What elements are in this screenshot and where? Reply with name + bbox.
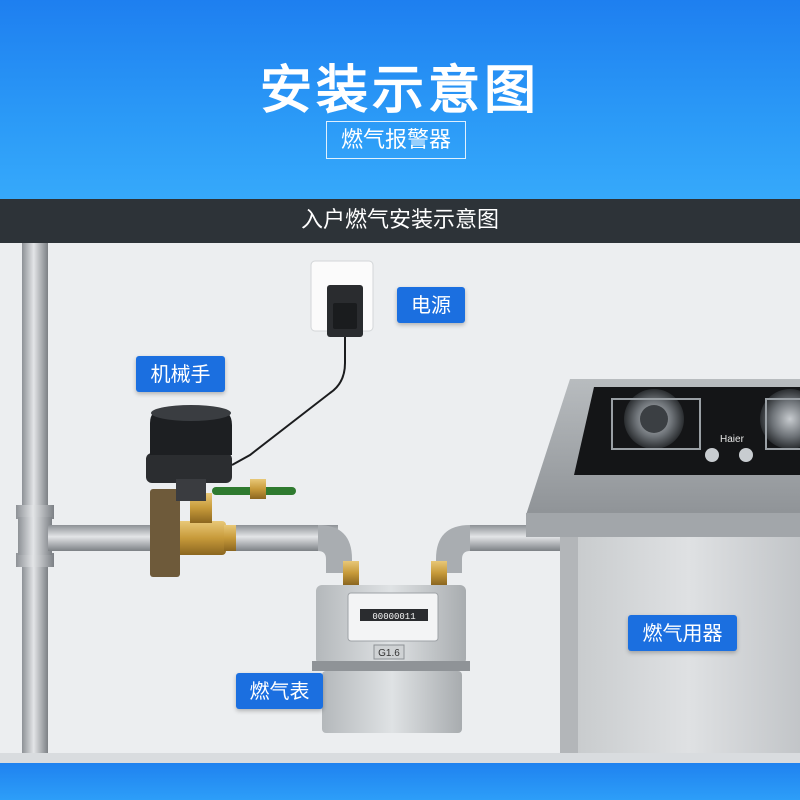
header-banner: 安装示意图 燃气报警器 (0, 0, 800, 199)
riser-pipe (16, 243, 54, 763)
meter-model: G1.6 (378, 648, 400, 659)
label-appliance: 燃气用器 (628, 615, 737, 651)
label-meter: 燃气表 (236, 673, 323, 709)
section-band: 入户燃气安装示意图 (0, 199, 800, 243)
subtitle-badge: 燃气报警器 (326, 121, 466, 159)
stove-brand: Haier (720, 434, 745, 445)
kitchen-counter: Haier (526, 379, 800, 763)
footer-bar (0, 763, 800, 800)
installation-scene: Haier 00000011 G1.6 电源 机械手 燃气表 燃气用器 (0, 243, 800, 763)
ball-valve (150, 479, 296, 577)
manipulator-device (146, 405, 232, 501)
gas-meter: 00000011 G1.6 (312, 585, 470, 733)
power-socket (231, 260, 374, 466)
label-manipulator: 机械手 (136, 356, 225, 392)
page-title: 安装示意图 (259, 61, 540, 121)
meter-reading: 00000011 (372, 612, 415, 622)
scene-illustration: Haier 00000011 G1.6 (0, 243, 800, 763)
label-power: 电源 (397, 287, 465, 323)
